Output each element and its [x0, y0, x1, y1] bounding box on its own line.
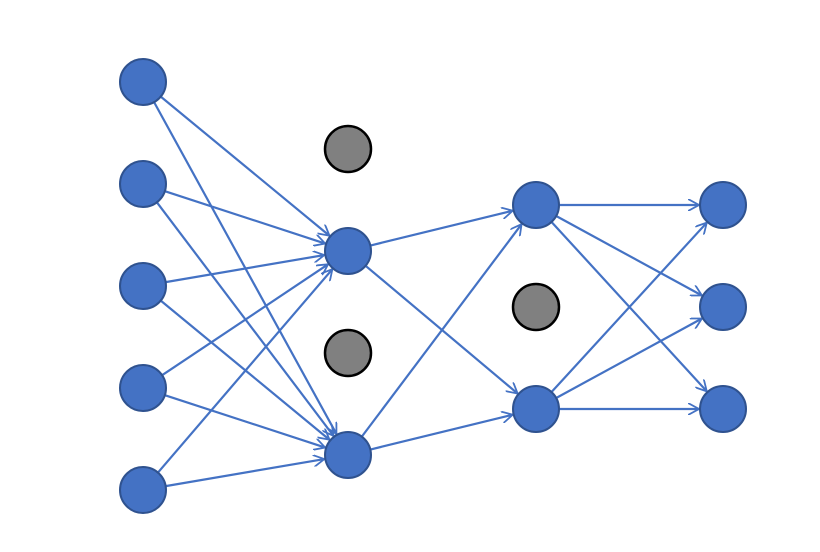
input-neuron-0	[119, 58, 167, 106]
input-neuron-2	[119, 262, 167, 310]
connection-hidden-2-0-to-output-1	[555, 215, 702, 297]
connection-input-2-to-hidden-1-1	[165, 255, 325, 284]
connections-group	[153, 95, 707, 488]
output-neuron-1	[699, 283, 747, 331]
input-neuron-3	[119, 364, 167, 412]
neurons-group	[119, 58, 747, 514]
connection-hidden-1-3-to-hidden-2-2	[370, 415, 512, 451]
connection-input-3-to-hidden-1-3	[164, 394, 325, 447]
hidden-1-dropped-neuron-0	[323, 124, 373, 174]
connection-input-1-to-hidden-1-1	[164, 190, 325, 243]
hidden-1-neuron-3	[324, 431, 372, 479]
connection-input-4-to-hidden-1-1	[157, 269, 332, 474]
connection-input-4-to-hidden-1-3	[165, 459, 325, 488]
hidden-1-dropped-neuron-2	[323, 328, 373, 378]
connection-hidden-2-2-to-output-0	[550, 223, 707, 393]
connection-hidden-2-2-to-output-1	[555, 317, 702, 399]
hidden-2-dropped-neuron-1	[511, 282, 561, 332]
output-neuron-0	[699, 181, 747, 229]
output-neuron-2	[699, 385, 747, 433]
connection-input-0-to-hidden-1-1	[160, 95, 330, 236]
hidden-2-neuron-0	[512, 181, 560, 229]
connection-input-3-to-hidden-1-1	[161, 264, 328, 377]
hidden-1-neuron-1	[324, 227, 372, 275]
input-neuron-1	[119, 160, 167, 208]
connection-hidden-1-1-to-hidden-2-0	[370, 211, 512, 247]
input-neuron-4	[119, 466, 167, 514]
connection-hidden-1-3-to-hidden-2-0	[360, 224, 522, 438]
hidden-2-neuron-2	[512, 385, 560, 433]
